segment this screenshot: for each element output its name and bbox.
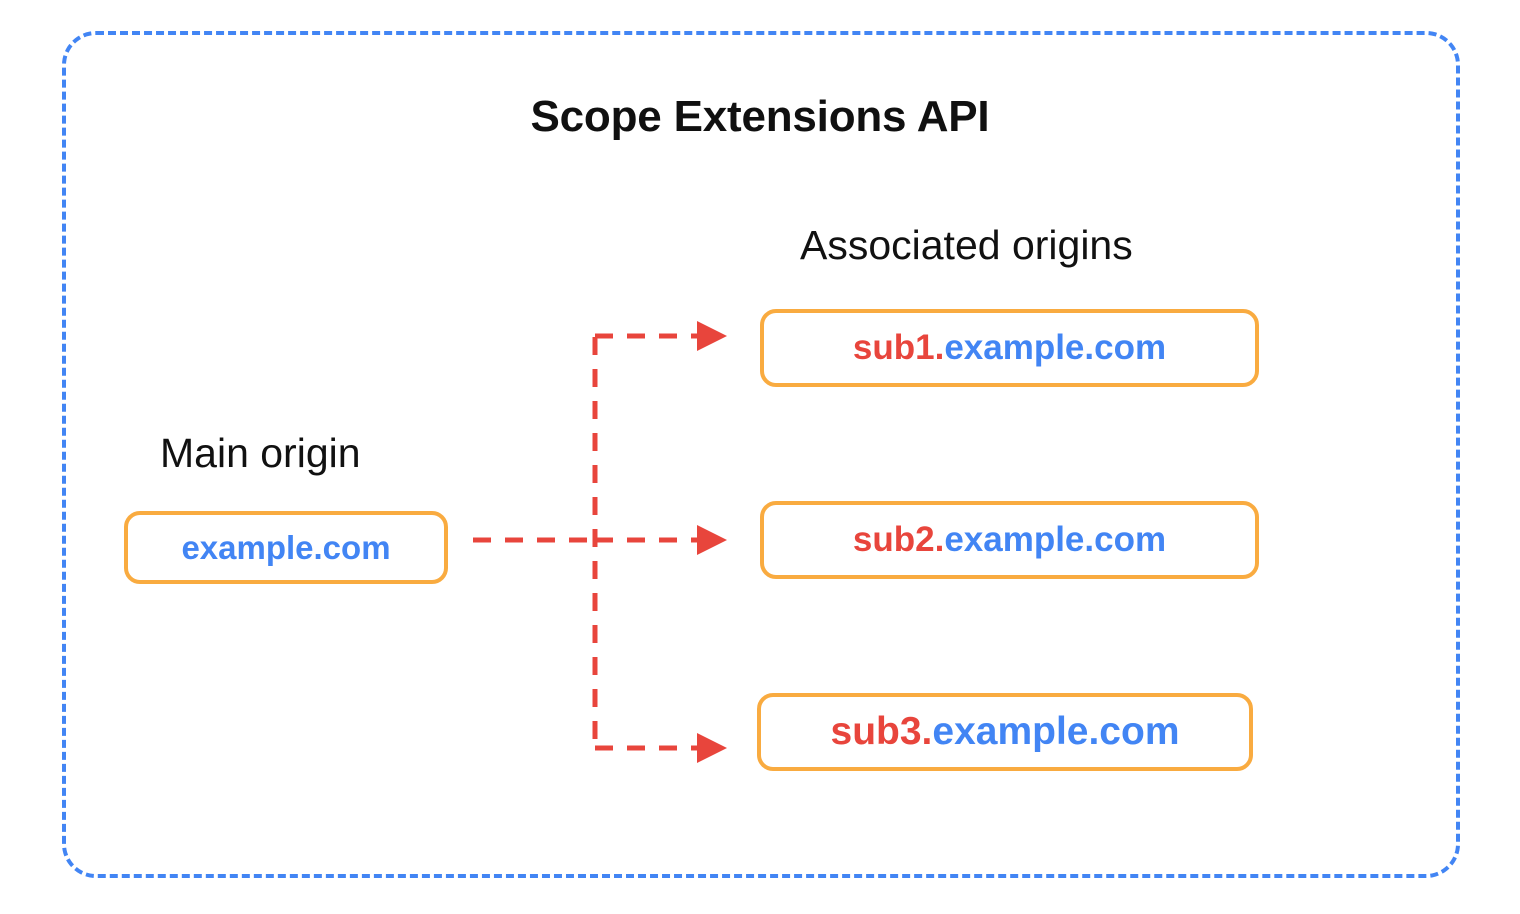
origin-box-sub3: sub3.example.com	[757, 693, 1253, 771]
origin-domain: example.com	[932, 710, 1180, 753]
origin-box-main: example.com	[124, 511, 448, 584]
scope-extensions-boundary	[62, 31, 1460, 878]
origin-domain: example.com	[944, 328, 1167, 367]
origin-domain: example.com	[944, 520, 1167, 559]
page-title: Scope Extensions API	[530, 92, 990, 141]
associated-origins-label: Associated origins	[800, 222, 1133, 268]
origin-box-sub2: sub2.example.com	[760, 501, 1259, 579]
origin-subdomain: sub2.	[852, 520, 945, 559]
main-origin-label: Main origin	[160, 430, 361, 476]
origin-subdomain: sub3.	[830, 710, 933, 753]
origin-domain: example.com	[181, 528, 391, 566]
origin-subdomain: sub1.	[852, 328, 945, 367]
origin-box-sub1: sub1.example.com	[760, 309, 1259, 387]
